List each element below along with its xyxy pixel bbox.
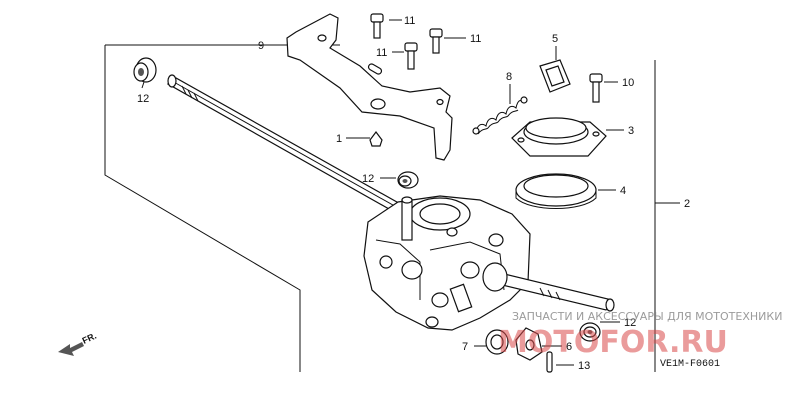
watermark: ЗАПЧАСТИ И АКСЕССУАРЫ ДЛЯ МОТОТЕХНИКИ MO…	[498, 310, 782, 360]
callout-6: 6	[566, 341, 572, 353]
output-axle	[482, 262, 615, 312]
transmission-body	[363, 195, 531, 331]
bolt-11-a	[370, 13, 384, 39]
bolt-10	[589, 73, 603, 103]
figure-code: VE1M-F0601	[660, 359, 720, 370]
callout-12-mid: 12	[362, 173, 374, 185]
fr-label: FR.	[81, 331, 98, 346]
bearing-12-top	[133, 57, 157, 83]
callout-1: 1	[336, 133, 342, 145]
callouts: 9 11 11 11 5 8 10 12 1 3 12 4 2 12 7 6 1…	[137, 15, 690, 372]
gasket-4	[515, 173, 597, 209]
callout-12-right: 12	[624, 317, 636, 329]
spring-8	[472, 96, 528, 135]
callout-4: 4	[620, 185, 626, 197]
bolt-11-c	[429, 28, 443, 54]
bolt-11-b	[404, 42, 418, 70]
callout-5: 5	[552, 33, 558, 45]
watermark-text: ЗАПЧАСТИ И АКСЕССУАРЫ ДЛЯ МОТОТЕХНИКИ	[512, 310, 782, 323]
pin-1	[369, 131, 383, 147]
watermark-logo: MOTOFOR.RU	[498, 325, 728, 360]
seal-7	[485, 329, 509, 355]
callout-7: 7	[462, 341, 468, 353]
leader-lines	[141, 19, 624, 366]
front-direction-arrow: FR.	[58, 331, 98, 356]
bracket-9	[286, 13, 453, 161]
callout-11-a: 11	[404, 15, 415, 27]
bearing-12-right	[579, 322, 601, 342]
callout-12-top: 12	[137, 93, 149, 105]
callout-13: 13	[578, 360, 590, 372]
plate-6	[515, 327, 543, 361]
plate-5	[539, 59, 571, 93]
callout-11-c: 11	[470, 33, 481, 45]
callout-9: 9	[258, 40, 264, 52]
cover-3	[511, 117, 607, 157]
pin-13	[546, 351, 553, 373]
callout-3: 3	[628, 125, 634, 137]
callout-2: 2	[684, 198, 690, 210]
callout-8: 8	[506, 71, 512, 83]
bearing-12-mid	[397, 171, 419, 189]
callout-10: 10	[622, 77, 634, 89]
callout-11-b: 11	[376, 47, 387, 59]
